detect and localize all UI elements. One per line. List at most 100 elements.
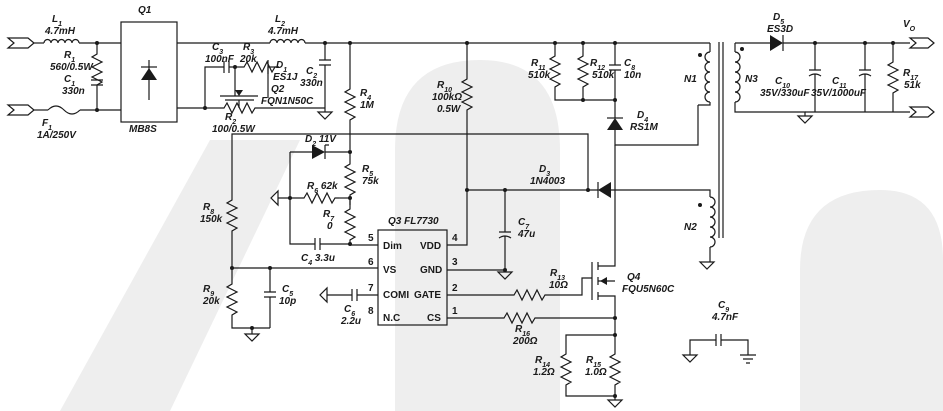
capacitor-c2 bbox=[317, 43, 333, 120]
r9-value: 20k bbox=[202, 296, 220, 307]
pin-dim-num: 5 bbox=[368, 233, 374, 244]
wire bbox=[204, 66, 220, 108]
bridge-rectifier-q1 bbox=[120, 21, 178, 123]
l1-value: 4.7mH bbox=[44, 26, 76, 37]
pin-gnd-name: GND bbox=[420, 265, 442, 276]
r5-ref: R5 bbox=[362, 164, 373, 178]
resistor-r1 bbox=[91, 43, 103, 110]
pin-vs-num: 6 bbox=[368, 257, 374, 268]
r7-value: 0 bbox=[327, 221, 333, 232]
q2-value: FQN1N50C bbox=[261, 96, 314, 107]
n2-ref: N2 bbox=[684, 222, 697, 233]
r13-value: 10Ω bbox=[549, 280, 568, 291]
r5-value: 75k bbox=[362, 176, 379, 187]
resistor-r4 bbox=[344, 43, 356, 150]
pin-cs-name: CS bbox=[427, 313, 441, 324]
pin-vs-name: VS bbox=[383, 265, 397, 276]
junction bbox=[613, 394, 617, 398]
r17-ref: R17 bbox=[903, 68, 919, 82]
r15-value: 1.0Ω bbox=[585, 367, 607, 378]
r8-value: 150k bbox=[200, 214, 223, 225]
diode-d4 bbox=[607, 100, 699, 146]
resistor-r12 bbox=[577, 43, 589, 100]
r8-ref: R8 bbox=[203, 202, 214, 216]
d3-value: 1N4003 bbox=[530, 176, 565, 187]
n3-ref: N3 bbox=[745, 74, 758, 85]
resistor-r9 bbox=[226, 270, 270, 329]
r14-value: 1.2Ω bbox=[533, 367, 555, 378]
c3-ref: C3 bbox=[212, 42, 223, 56]
d3-ref: D3 bbox=[539, 164, 550, 178]
diode-d3 bbox=[467, 182, 711, 198]
pin-gate-name: GATE bbox=[414, 290, 441, 301]
r3-value: 20k bbox=[239, 54, 257, 65]
q1-value: MB8S bbox=[129, 124, 157, 135]
c9-ref: C9 bbox=[718, 300, 729, 314]
q4-value: FQU5N60C bbox=[622, 284, 675, 295]
c6-ref: C6 bbox=[344, 304, 355, 318]
n1-ref: N1 bbox=[684, 74, 697, 85]
c1-value: 330n bbox=[62, 86, 85, 97]
wire bbox=[565, 318, 616, 350]
d2-label: D2 11V bbox=[305, 134, 337, 148]
resistor-r11 bbox=[549, 43, 615, 101]
q3-label: Q3 FL7730 bbox=[388, 216, 439, 227]
controller-ic-q3 bbox=[377, 229, 448, 326]
l2-value: 4.7mH bbox=[267, 26, 299, 37]
c10-value: 35V/330uF bbox=[760, 88, 810, 99]
fuse-f1 bbox=[34, 105, 121, 115]
c11-value: 35V/1000uF bbox=[811, 88, 867, 99]
resistor-r13 bbox=[509, 277, 592, 301]
q4-ref: Q4 bbox=[627, 272, 641, 283]
r12-value: 510k bbox=[592, 70, 615, 81]
pin-cs-num: 1 bbox=[452, 306, 458, 317]
pin-nc-name: N.C bbox=[383, 313, 400, 324]
pin-vdd-name: VDD bbox=[420, 241, 441, 252]
capacitor-c1 bbox=[91, 79, 103, 86]
r11-value: 510k bbox=[528, 70, 551, 81]
r17-value: 51k bbox=[904, 80, 921, 91]
wire-vs-feedback bbox=[231, 133, 589, 190]
c2-ref: C2 bbox=[306, 66, 317, 80]
c8-ref: C8 bbox=[624, 58, 635, 72]
c3-value: 100nF bbox=[205, 54, 235, 65]
capacitor-c4 bbox=[289, 198, 350, 250]
resistor-r8 bbox=[226, 190, 238, 270]
d4-value: RS1M bbox=[630, 122, 658, 133]
r2-ref: R2 bbox=[225, 112, 236, 126]
c9-value: 4.7nF bbox=[711, 312, 739, 323]
diode-d5 bbox=[735, 35, 910, 51]
capacitor-c9 bbox=[682, 334, 756, 364]
pin-vdd-num: 4 bbox=[452, 233, 458, 244]
pin-comi-num: 7 bbox=[368, 283, 374, 294]
r10-value: 100kΩ bbox=[432, 92, 462, 103]
output-terminal-negative bbox=[908, 106, 935, 118]
resistor-r14 bbox=[560, 349, 615, 397]
pin-nc-num: 8 bbox=[368, 306, 374, 317]
r4-value: 1M bbox=[360, 100, 375, 111]
r1-value: 560/0.5W bbox=[50, 62, 94, 73]
capacitor-c7 bbox=[497, 190, 513, 280]
d5-value: ES3D bbox=[767, 24, 793, 35]
junction bbox=[465, 188, 469, 192]
f1-ref: F1 bbox=[42, 118, 52, 132]
r15-ref: R15 bbox=[586, 355, 601, 369]
pin-dim-name: Dim bbox=[383, 241, 402, 252]
q1-ref: Q1 bbox=[138, 5, 152, 16]
ground bbox=[244, 333, 260, 342]
capacitor-c6 bbox=[319, 287, 378, 303]
transformer-core bbox=[718, 42, 724, 238]
vo-ref: VO bbox=[903, 19, 916, 33]
pin-gnd-num: 3 bbox=[452, 257, 458, 268]
r16-ref: R16 bbox=[515, 324, 530, 338]
resistor-r3 bbox=[235, 61, 280, 73]
c7-value: 47u bbox=[517, 229, 535, 240]
r11-ref: R11 bbox=[531, 58, 546, 72]
c7-ref: C7 bbox=[518, 217, 530, 231]
c5-ref: C5 bbox=[282, 284, 293, 298]
capacitor-c3 bbox=[220, 61, 235, 73]
r14-ref: R14 bbox=[535, 355, 550, 369]
r2-value: 100/0.5W bbox=[212, 124, 256, 135]
r3-ref: R3 bbox=[243, 42, 254, 56]
